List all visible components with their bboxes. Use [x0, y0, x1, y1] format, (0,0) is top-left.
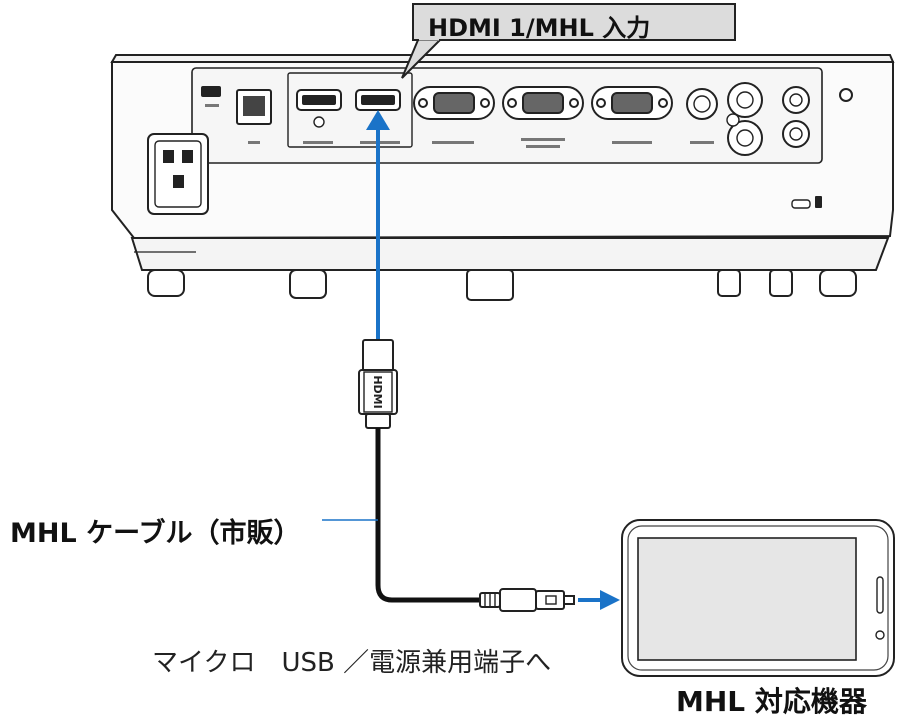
hdmi-input-callout [401, 3, 736, 79]
arrow-to-device [578, 590, 620, 610]
mhl-cable-label: MHL ケーブル（市販） [10, 518, 301, 549]
mhl-device-label: MHL 対応機器 [676, 685, 867, 718]
hdmi-input-label: HDMI 1/MHL 入力 [428, 14, 651, 42]
arrow-to-projector [366, 110, 390, 340]
micro-usb-plug [479, 588, 575, 612]
mhl-device [621, 519, 895, 677]
hdmi-plug-logo: HDMI [371, 375, 384, 408]
hdmi-plug [358, 339, 398, 429]
micro-usb-port-label: マイクロ USB ／電源兼用端子へ [152, 648, 552, 678]
mhl-cable [375, 428, 480, 603]
projector [110, 54, 895, 301]
